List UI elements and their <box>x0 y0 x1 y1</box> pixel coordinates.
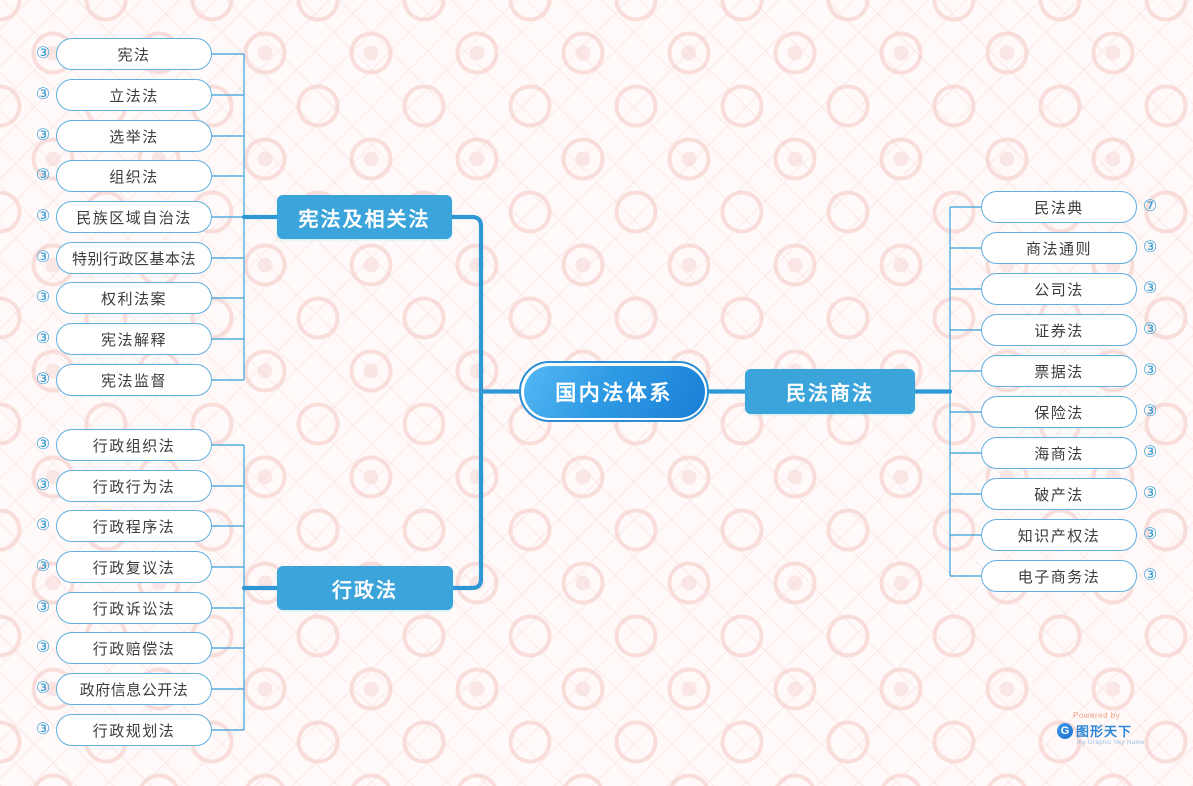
powered-by-text: Powered by <box>1073 711 1121 720</box>
leaf-node[interactable]: 行政诉讼法 <box>56 592 212 624</box>
leaf-node[interactable]: 选举法 <box>56 120 212 152</box>
count-badge[interactable]: ③ <box>1142 444 1158 461</box>
brand-name: 图形天下 <box>1076 724 1133 739</box>
leaf-node[interactable]: 宪法 <box>56 38 212 70</box>
count-badge[interactable]: ③ <box>35 599 51 616</box>
count-badge[interactable]: ③ <box>35 167 51 184</box>
branch-node-constitution[interactable]: 宪法及相关法 <box>277 195 452 239</box>
count-badge[interactable]: ③ <box>35 436 51 453</box>
count-badge[interactable]: ⑦ <box>1142 198 1158 215</box>
leaf-node[interactable]: 行政复议法 <box>56 551 212 583</box>
leaf-node[interactable]: 特别行政区基本法 <box>56 242 212 274</box>
leaf-node[interactable]: 行政行为法 <box>56 470 212 502</box>
center-root-label: 国内法体系 <box>523 365 705 418</box>
leaf-node[interactable]: 行政规划法 <box>56 714 212 746</box>
leaf-node[interactable]: 行政组织法 <box>56 429 212 461</box>
brand-tagline: my Graphic Sky Name <box>1077 740 1145 746</box>
brand-logo-icon: G <box>1057 722 1073 739</box>
count-badge[interactable]: ③ <box>1142 321 1158 338</box>
count-badge[interactable]: ③ <box>1142 239 1158 256</box>
watermark[interactable]: Powered by G 图形天下 my Graphic Sky Name <box>1057 711 1167 746</box>
leaf-node[interactable]: 宪法监督 <box>56 364 212 396</box>
count-badge[interactable]: ③ <box>35 680 51 697</box>
count-badge[interactable]: ③ <box>1142 403 1158 420</box>
leaf-node[interactable]: 破产法 <box>981 478 1137 510</box>
leaf-node[interactable]: 行政赔偿法 <box>56 632 212 664</box>
count-badge[interactable]: ③ <box>35 86 51 103</box>
center-root-node[interactable]: 国内法体系 <box>519 361 709 422</box>
count-badge[interactable]: ③ <box>35 477 51 494</box>
count-badge[interactable]: ③ <box>1142 567 1158 584</box>
count-badge[interactable]: ③ <box>35 517 51 534</box>
leaf-node[interactable]: 民族区域自治法 <box>56 201 212 233</box>
leaf-node[interactable]: 政府信息公开法 <box>56 673 212 705</box>
count-badge[interactable]: ③ <box>35 558 51 575</box>
leaf-node[interactable]: 知识产权法 <box>981 519 1137 551</box>
count-badge[interactable]: ③ <box>1142 485 1158 502</box>
count-badge[interactable]: ③ <box>1142 362 1158 379</box>
count-badge[interactable]: ③ <box>35 330 51 347</box>
count-badge[interactable]: ③ <box>35 639 51 656</box>
count-badge[interactable]: ③ <box>35 249 51 266</box>
leaf-node[interactable]: 海商法 <box>981 437 1137 469</box>
branch-node-admin-law[interactable]: 行政法 <box>277 566 453 610</box>
count-badge[interactable]: ③ <box>35 127 51 144</box>
count-badge[interactable]: ③ <box>35 208 51 225</box>
leaf-node[interactable]: 票据法 <box>981 355 1137 387</box>
count-badge[interactable]: ③ <box>35 371 51 388</box>
leaf-node[interactable]: 行政程序法 <box>56 510 212 542</box>
leaf-node[interactable]: 权利法案 <box>56 282 212 314</box>
count-badge[interactable]: ③ <box>1142 280 1158 297</box>
leaf-node[interactable]: 保险法 <box>981 396 1137 428</box>
leaf-node[interactable]: 民法典 <box>981 191 1137 223</box>
count-badge[interactable]: ③ <box>35 721 51 738</box>
leaf-node[interactable]: 商法通则 <box>981 232 1137 264</box>
leaf-node[interactable]: 宪法解释 <box>56 323 212 355</box>
count-badge[interactable]: ③ <box>35 45 51 62</box>
leaf-node[interactable]: 立法法 <box>56 79 212 111</box>
count-badge[interactable]: ③ <box>1142 526 1158 543</box>
leaf-node[interactable]: 组织法 <box>56 160 212 192</box>
leaf-node[interactable]: 电子商务法 <box>981 560 1137 592</box>
leaf-node[interactable]: 公司法 <box>981 273 1137 305</box>
count-badge[interactable]: ③ <box>35 289 51 306</box>
branch-node-civil-commercial[interactable]: 民法商法 <box>745 369 915 414</box>
leaf-node[interactable]: 证券法 <box>981 314 1137 346</box>
